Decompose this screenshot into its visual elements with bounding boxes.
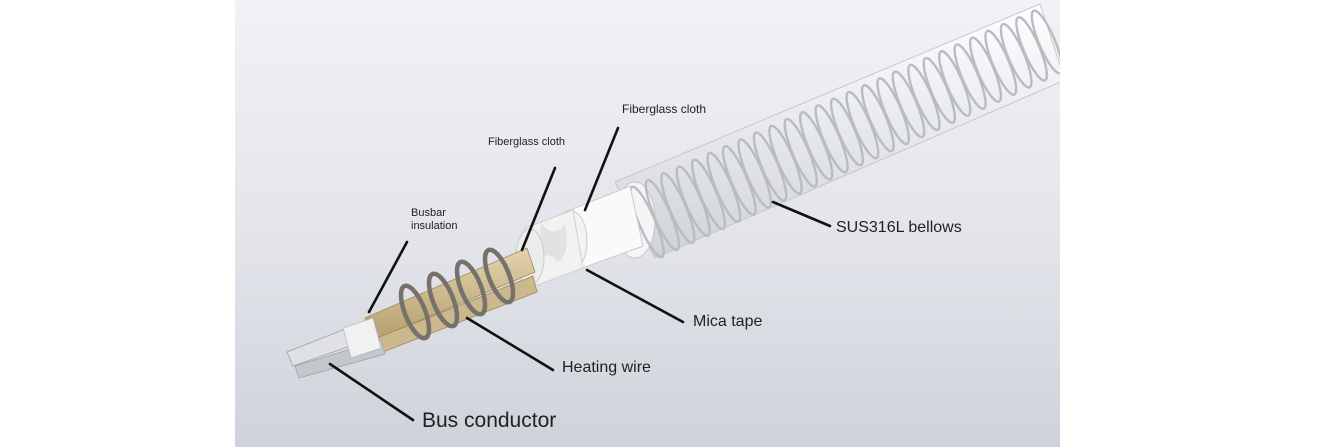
label-mica-tape: Mica tape: [693, 313, 763, 330]
label-fiberglass-cloth-outer: Fiberglass cloth: [622, 102, 707, 116]
cable-illustration: [286, 3, 1060, 422]
leader-lines: [328, 126, 832, 422]
leader-line-busbar-insulation: [367, 240, 409, 314]
heating-wire: [398, 247, 516, 341]
leader-line-fiberglass-inner: [520, 166, 557, 252]
leader-line-heating-wire: [465, 316, 555, 372]
bus-conductors: [286, 317, 386, 379]
cable-diagram: Fiberglass cloth Fiberglass cloth Busbar…: [235, 0, 1060, 447]
leader-line-mica-tape: [585, 268, 685, 324]
label-sus316l-bellows: SUS316L bellows: [836, 219, 962, 236]
bellows-grooves: [629, 9, 1060, 259]
leader-line-bus-conductor: [328, 362, 415, 422]
leader-line-bellows: [771, 200, 832, 228]
label-busbar-insulation: Busbar insulation: [411, 207, 458, 232]
label-fiberglass-cloth-inner: Fiberglass cloth: [488, 136, 566, 148]
bellows-groove: [1030, 9, 1060, 75]
label-bus-conductor: Bus conductor: [422, 409, 557, 432]
label-heating-wire: Heating wire: [562, 359, 651, 376]
leader-line-fiberglass-outer: [583, 126, 620, 212]
